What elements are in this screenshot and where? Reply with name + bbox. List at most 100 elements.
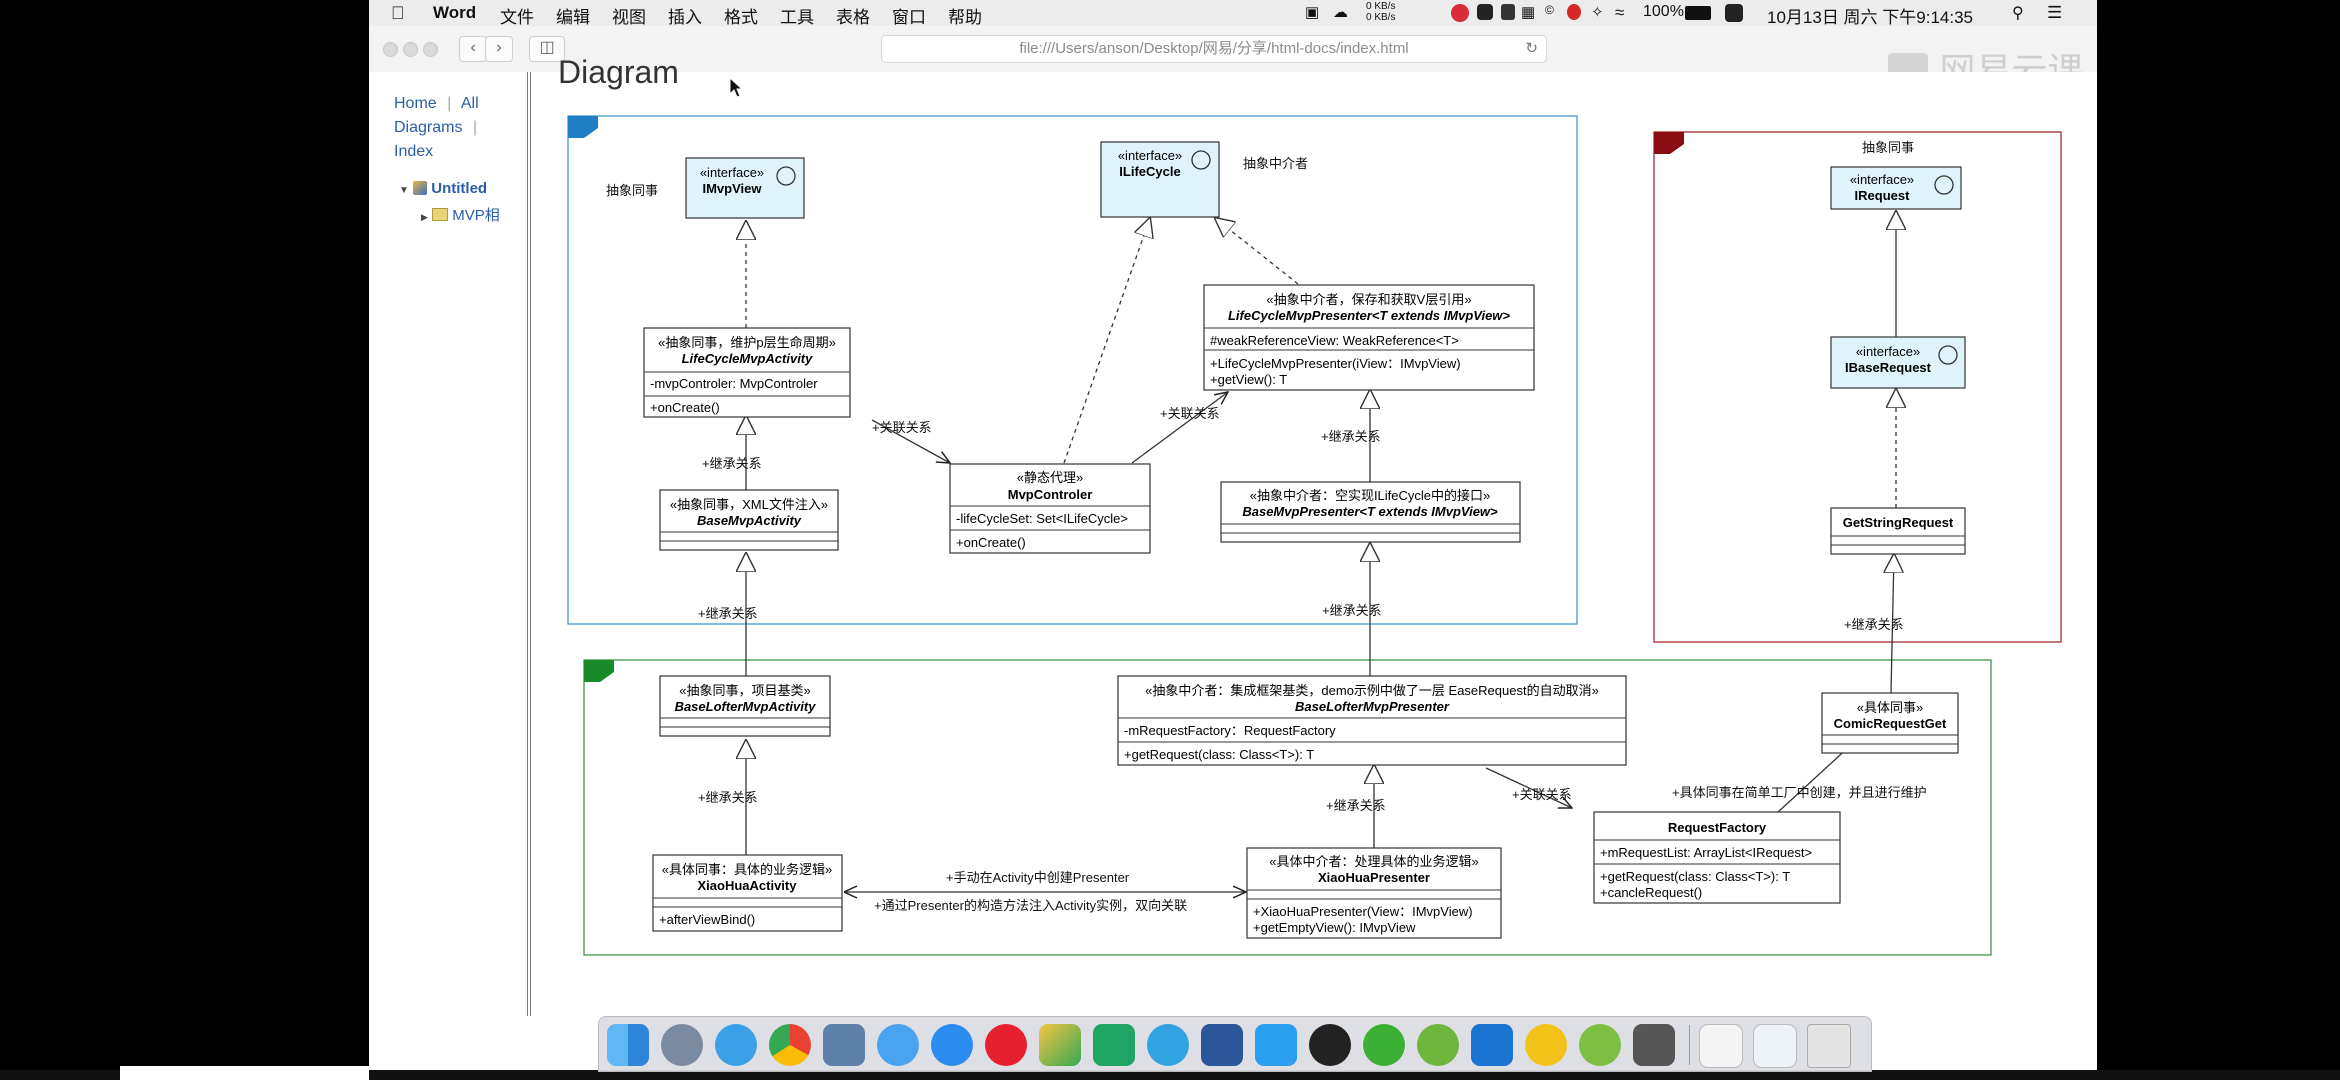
nav-link-home[interactable]: Home [394,95,437,112]
expanded-triangle-icon[interactable]: ▼ [399,185,409,196]
menu-item-tools[interactable]: 工具 [780,8,814,27]
preview-icon[interactable] [823,1024,865,1066]
battery-percent: 100% [1643,3,1684,20]
c-icon[interactable]: © [1545,3,1554,17]
class-basemvppresenter[interactable]: «抽象中介者：空实现ILifeCycle中的接口» BaseMvpPresent… [1220,481,1521,543]
launchpad-icon[interactable] [661,1024,703,1066]
class-name: LifeCycleMvpActivity [682,351,814,366]
class-requestfactory[interactable]: RequestFactory +mRequestList: ArrayList<… [1593,811,1841,904]
wifi-icon[interactable]: ≈ [1615,3,1625,22]
camera-icon[interactable]: ▣ [1305,4,1320,21]
messages-icon[interactable] [877,1024,919,1066]
netease-music-dock-icon[interactable] [985,1024,1027,1066]
notification-center-icon[interactable]: ☰ [2047,3,2063,22]
operation: +getRequest(class: Class<T>): T [1600,869,1790,884]
sidebar-toggle-button[interactable]: ◫ [529,36,565,62]
folder-stack-icon[interactable] [1753,1024,1797,1068]
screen-margin-right [2097,0,2340,1080]
class-imvpview[interactable]: «interface» IMvpView [685,157,805,219]
menu-item-insert[interactable]: 插入 [668,8,702,27]
tree-root-label[interactable]: Untitled [431,180,488,197]
operation: +getRequest(class: Class<T>): T [1124,747,1314,762]
apple-icon[interactable]:  [391,3,405,24]
nav-link-diagrams[interactable]: Diagrams [394,119,463,136]
wechat-icon[interactable] [1363,1024,1405,1066]
label-inherit-4: +继承关系 [1321,429,1381,444]
screen-margin-bottom [0,1070,2340,1080]
tree-root[interactable]: ▼ Untitled [399,180,487,197]
class-basemvpactivity[interactable]: «抽象同事，XML文件注入» BaseMvpActivity [659,489,839,551]
class-name: ComicRequestGet [1834,716,1947,731]
video-app-icon[interactable] [1633,1024,1675,1066]
operation: +onCreate() [956,535,1026,550]
qq-icon[interactable] [1309,1024,1351,1066]
safari-icon[interactable] [715,1024,757,1066]
spotlight-search-icon[interactable]: ⚲ [2012,5,2024,22]
battery-icon[interactable] [1685,6,1711,20]
menu-item-table[interactable]: 表格 [836,8,870,27]
class-lifecyclemvppresenter[interactable]: «抽象中介者，保存和获取V层引用» LifeCycleMvpPresenter<… [1203,284,1535,391]
url-text: file:///Users/anson/Desktop/网易/分享/html-d… [1019,40,1409,57]
window-close-button[interactable] [383,42,398,57]
class-baselofteractivity[interactable]: «抽象同事，项目基类» BaseLofterMvpActivity [659,675,831,737]
maps-icon[interactable] [1039,1024,1081,1066]
reload-icon[interactable]: ↻ [1525,40,1538,57]
app-store-icon[interactable] [931,1024,973,1066]
clock[interactable]: 10月13日 周六 下午9:14:35 [1767,8,1973,27]
collapsed-triangle-icon[interactable]: ▶ [421,212,428,222]
menu-item-help[interactable]: 帮助 [948,8,982,27]
android-studio-icon[interactable] [1417,1024,1459,1066]
nav-link-index[interactable]: Index [394,143,434,160]
nav-link-all[interactable]: All [460,95,479,112]
menu-item-window[interactable]: 窗口 [892,8,926,27]
trash-icon[interactable] [1807,1024,1851,1068]
forward-button[interactable]: › [485,36,513,62]
package-folder-icon [432,208,449,221]
android-emulator-icon[interactable] [1579,1024,1621,1066]
window-zoom-button[interactable] [423,42,438,57]
tree-child-label[interactable]: MVP相 [452,207,500,224]
netease-music-icon[interactable] [1451,4,1469,22]
document-icon[interactable] [1699,1024,1743,1068]
class-mvpcontroler[interactable]: «静态代理» MvpControler -lifeCycleSet: Set<I… [949,463,1151,554]
xcode-icon[interactable] [1471,1024,1513,1066]
dash-icon[interactable] [1501,4,1515,20]
class-name: IMvpView [702,181,762,196]
telegram-icon[interactable] [1147,1024,1189,1066]
sogou-input-icon[interactable] [1725,4,1743,22]
stereotype: «抽象中介者：空实现ILifeCycle中的接口» [1250,488,1491,503]
feather-icon[interactable] [1255,1024,1297,1066]
music-icon[interactable] [1525,1024,1567,1066]
class-ibaserequest[interactable]: «interface» IBaseRequest [1830,336,1966,389]
class-irequest[interactable]: «interface» IRequest [1830,166,1962,210]
window-minimize-button[interactable] [403,42,418,57]
label-assoc-3: +关联关系 [1512,787,1572,802]
class-xiaohuapresenter[interactable]: «具体中介者：处理具体的业务逻辑» XiaoHuaPresenter +Xiao… [1246,847,1502,939]
finder-icon[interactable] [607,1024,649,1066]
menu-item-edit[interactable]: 编辑 [556,8,590,27]
interface-circle-icon [1938,345,1958,365]
class-baselofterpresenter[interactable]: «抽象中介者：集成框架基类，demo示例中做了一层 EaseRequest的自动… [1117,675,1627,766]
menu-item-view[interactable]: 视图 [612,8,646,27]
class-getstringrequest[interactable]: GetStringRequest [1830,507,1966,555]
class-lifecyclemvpactivity[interactable]: «抽象同事，维护p层生命周期» LifeCycleMvpActivity -mv… [643,327,851,418]
class-ilifecycle[interactable]: «interface» ILifeCycle [1100,141,1220,218]
grid-icon[interactable]: ▦ [1521,4,1536,21]
class-comicrequestget[interactable]: «具体同事» ComicRequestGet [1821,692,1959,754]
class-xiaohuaactivity[interactable]: «具体同事：具体的业务逻辑» XiaoHuaActivity +afterVie… [652,854,843,932]
status-icon[interactable] [1567,4,1581,20]
stereotype: «抽象中介者，保存和获取V层引用» [1266,292,1471,307]
mouse-cursor-icon [729,76,744,98]
app-name[interactable]: Word [433,3,477,22]
bluetooth-icon[interactable]: ✧ [1591,4,1604,21]
tree-child[interactable]: ▶ MVP相 [421,204,500,225]
tray-app-icon[interactable] [1477,4,1493,20]
menu-item-format[interactable]: 格式 [724,8,758,27]
cloud-icon[interactable]: ☁ [1333,4,1348,21]
menu-item-file[interactable]: 文件 [500,8,534,27]
word-icon[interactable] [1201,1024,1243,1066]
address-bar[interactable]: file:///Users/anson/Desktop/网易/分享/html-d… [881,35,1547,63]
chrome-icon[interactable] [769,1024,811,1066]
numbers-icon[interactable] [1093,1024,1135,1066]
